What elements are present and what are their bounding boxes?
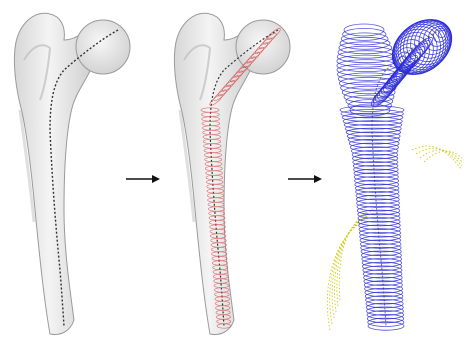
panel-bone-sections	[174, 13, 290, 334]
panel-ellipse-stack	[327, 9, 462, 330]
panel-bone-centerline	[14, 13, 130, 334]
femur-bone-1	[14, 13, 130, 334]
arrow-2	[288, 175, 322, 183]
arrow-1	[126, 175, 160, 183]
yellow-curve	[416, 148, 462, 166]
yellow-curves	[327, 146, 462, 330]
femur-bone-2	[174, 13, 290, 334]
blue-shaft-ellipses	[337, 24, 404, 330]
yellow-curve	[420, 150, 462, 162]
